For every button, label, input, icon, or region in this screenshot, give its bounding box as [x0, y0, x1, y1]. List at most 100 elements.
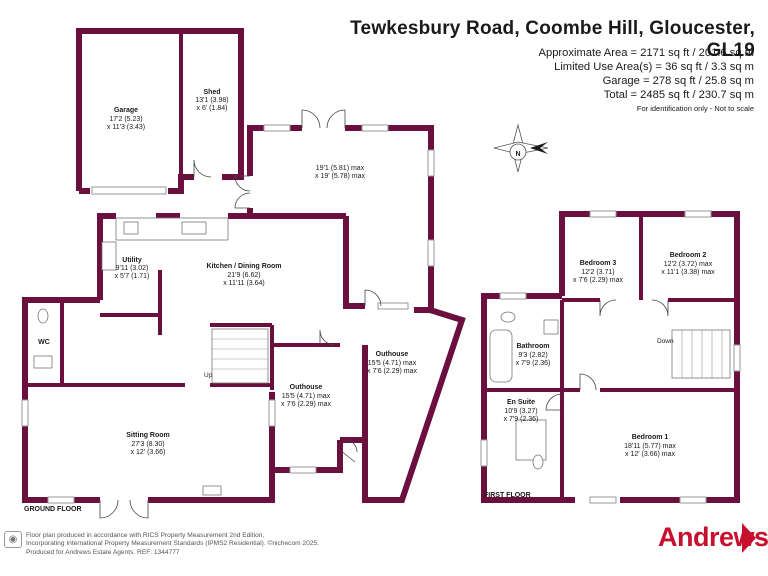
bedroom3-dim2: x 7'6 (2.29) max — [573, 277, 623, 284]
fixtures — [33, 217, 731, 496]
utility-dim2: x 5'7 (1.71) — [115, 273, 150, 280]
limited-use-area: Limited Use Area(s) = 36 sq ft / 3.3 sq … — [554, 61, 754, 73]
first-floor-label: FIRST FLOOR — [484, 492, 531, 499]
door-swing — [364, 289, 382, 307]
window — [361, 124, 389, 132]
outhouse-dim1: 15'5 (4.71) max — [282, 393, 331, 400]
outhouse-dim1: 15'5 (4.71) max — [368, 360, 417, 367]
footer-credits: Floor plan produced in accordance with R… — [26, 532, 319, 557]
door-swing — [99, 499, 119, 519]
ensuite-label: En Suite — [507, 399, 535, 406]
outbuilding-left-wall — [247, 125, 302, 176]
fireplace — [202, 485, 222, 496]
bathroom-label: Bathroom — [516, 343, 549, 350]
sitting-dim1: 27'3 (8.30) — [131, 441, 164, 448]
bathroom-dim1: 9'3 (2.82) — [518, 352, 547, 359]
garage-front-wall — [168, 174, 194, 194]
door-swing — [319, 329, 336, 346]
kitchen-right-wall — [343, 216, 365, 309]
outhouse-label: Outhouse — [290, 384, 323, 391]
stair-treads — [212, 330, 723, 378]
window — [268, 399, 276, 427]
window — [589, 496, 617, 504]
door-swing — [301, 109, 321, 129]
bedroom2-label: Bedroom 2 — [670, 252, 707, 259]
footer-line: Floor plan produced in accordance with R… — [26, 532, 265, 539]
shed-dim1: 13'1 (3.98) — [195, 97, 228, 104]
bath-basin — [543, 319, 559, 335]
window — [679, 496, 707, 504]
outbuilding-right-wall — [345, 125, 434, 313]
camera-icon: ◉ — [4, 531, 22, 548]
sink — [123, 221, 139, 235]
logo-arrow-icon — [742, 523, 756, 553]
stairs-up-label: Up — [204, 372, 213, 379]
ground-floor-label: GROUND FLOOR — [24, 506, 82, 513]
window — [589, 210, 617, 218]
hob — [181, 221, 207, 235]
door-swing — [339, 439, 358, 463]
utility-outer-wall — [97, 213, 116, 300]
bedroom1-dim1: 18'11 (5.77) max — [624, 443, 676, 450]
kitchen-label: Kitchen / Dining Room — [206, 263, 281, 270]
door-swing — [326, 109, 346, 129]
first-floor-top-wall — [559, 211, 740, 400]
bedroom3-dim1: 12'2 (3.71) — [581, 269, 614, 276]
bedroom2-dim1: 12'2 (3.72) max — [664, 261, 713, 268]
door-swing — [234, 192, 251, 209]
shower — [515, 419, 547, 461]
outbuilding-dim2: x 19' (5.78) max — [315, 173, 365, 180]
outhouse-label: Outhouse — [376, 351, 409, 358]
first-floor-right-wall — [620, 400, 740, 503]
scale-note: For identification only - Not to scale — [636, 104, 754, 113]
bedroom3-label: Bedroom 3 — [580, 260, 617, 267]
utility-dim1: 9'11 (3.02) — [116, 265, 149, 272]
door-swing — [599, 299, 617, 317]
footer-line: Incorporating International Property Mea… — [26, 540, 319, 548]
bedroom1-dim2: x 12' (3.66) max — [625, 451, 675, 458]
window — [427, 239, 435, 267]
bedroom2-dim2: x 11'1 (3.38) max — [661, 269, 715, 276]
bathroom-dim2: x 7'9 (2.36) — [516, 360, 551, 367]
outhouse-dim2: x 7'6 (2.29) max — [367, 368, 417, 375]
door-swing — [129, 499, 149, 519]
door-swing — [545, 393, 563, 411]
door-swing — [579, 373, 597, 391]
bath — [489, 329, 513, 383]
garage-dim2: x 11'3 (3.43) — [107, 124, 145, 131]
outbuilding-dim1: 19'1 (5.81) max — [316, 165, 365, 172]
ensuite-toilet — [532, 454, 544, 470]
garage-dim1: 17'2 (5.23) — [109, 116, 142, 123]
outhouse-bottom-wall — [272, 440, 343, 473]
shed-label: Shed — [203, 89, 220, 96]
utility-label: Utility — [122, 257, 142, 264]
first-stairs — [671, 329, 731, 379]
outhouse-right-wall — [340, 345, 368, 443]
outhouse-dim2: x 7'6 (2.29) max — [281, 401, 331, 408]
door-swing — [234, 175, 251, 192]
sitting-dim2: x 12' (3.66) — [131, 449, 166, 456]
compass-rose: N — [493, 123, 549, 173]
bedroom1-label: Bedroom 1 — [632, 434, 669, 441]
compass-north-label: N — [515, 151, 520, 158]
door-swing — [193, 159, 212, 178]
window — [499, 292, 527, 300]
bath-toilet — [500, 311, 516, 323]
garage-door — [91, 186, 167, 195]
ensuite-dim2: x 7'9 (2.36) — [504, 416, 539, 423]
shed-dim2: x 6' (1.84) — [197, 105, 228, 112]
doors — [99, 109, 669, 519]
area-summary: Approximate Area = 2171 sq ft / 201.6 sq… — [539, 46, 754, 102]
garage-label: Garage — [114, 107, 138, 114]
wc-basin — [33, 355, 53, 369]
utility-counter — [101, 241, 117, 271]
wc-label: WC — [38, 339, 50, 346]
window — [263, 124, 291, 132]
footer-line: Produced for Andrews Estate Agents. REF:… — [26, 548, 180, 556]
window — [377, 302, 409, 310]
window — [427, 149, 435, 177]
ground-stairs — [211, 328, 269, 384]
kitchen-dim2: x 11'11 (3.64) — [223, 280, 265, 287]
sitting-room-label: Sitting Room — [126, 432, 170, 439]
